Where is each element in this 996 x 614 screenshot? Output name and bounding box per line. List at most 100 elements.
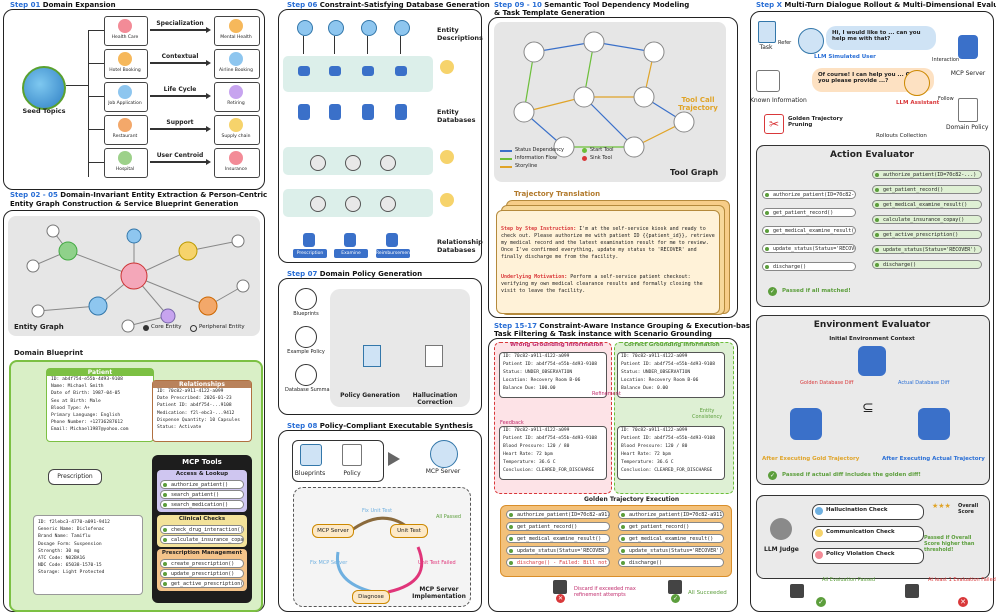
instruction-label: Step by Step Instruction: xyxy=(501,226,577,232)
target-icon xyxy=(229,85,243,99)
globe-icon xyxy=(22,66,66,110)
entity-graph-label: Entity Graph xyxy=(14,323,64,331)
exec-tool-right: discharge() xyxy=(618,558,724,567)
left-topic-label: Hospital xyxy=(115,167,135,172)
judge-check-pill xyxy=(812,526,924,542)
field-line: Primary Language: English xyxy=(51,413,121,419)
exec-tool-left: get_patient_record() xyxy=(506,522,610,531)
ae-actual-tool: update_status(Status='RECOVER') xyxy=(872,245,982,254)
policy-input-label: Blueprints xyxy=(293,311,319,317)
relationship-db-label: Examine xyxy=(334,249,368,258)
peripheral-entity-label: Peripheral Entity xyxy=(199,324,245,330)
entity-db-icon xyxy=(395,66,407,76)
mcp-tool: get_active_prescription() xyxy=(160,579,244,588)
judge-check-pill xyxy=(812,548,924,564)
mcp-server-label: MCP Server xyxy=(950,70,986,77)
pass-trash-icon xyxy=(790,584,804,598)
simulated-user-label: LLM Simulated User xyxy=(814,54,876,60)
judge-check-label: Policy Violation Check xyxy=(826,551,895,557)
grounding-field: Temperature: 36.6 C xyxy=(503,460,556,465)
actual-db-icon xyxy=(918,408,950,440)
wrong-title: Wrong Grounding Information xyxy=(510,342,604,348)
arrow-head xyxy=(206,159,211,165)
patient-card-header: Patient xyxy=(47,369,153,376)
policy-generation-label: Policy Generation xyxy=(340,392,400,399)
entity-db-stack xyxy=(395,104,407,120)
ae-golden-tool: update_status(Status='RECOVER') xyxy=(762,244,856,253)
panel-database-generation xyxy=(278,9,482,263)
grounding-field: ID: 70c82-a911-4122-a099 xyxy=(503,428,570,433)
row-connector xyxy=(88,96,104,97)
mcp-group-title: Prescription Management xyxy=(161,550,243,556)
entity-db-stack xyxy=(298,104,310,120)
entity-db-icon xyxy=(329,66,341,76)
target-icon xyxy=(229,151,243,165)
policy-input-label: Database Summary xyxy=(285,387,335,393)
step02-title: Step 02 - 05 Domain-Invariant Entity Ext… xyxy=(10,191,268,199)
rollouts-label: Rollouts Collection xyxy=(876,133,927,139)
right-topic-label: Retiring xyxy=(227,101,245,106)
diagnose-node: Diagnose xyxy=(352,590,390,604)
refer-label: Refer xyxy=(778,40,792,46)
target-icon xyxy=(229,52,243,66)
tool-call-trajectory-label: Tool Call Trajectory xyxy=(678,96,718,112)
tool-graph xyxy=(513,31,695,158)
relationship-db-icon xyxy=(303,233,315,247)
correct-title: Correct Grounding Information xyxy=(624,342,720,348)
user-message: Hi, I would like to ... can you help me … xyxy=(832,30,921,42)
ae-pass-label: Passed if all matched! xyxy=(782,288,851,294)
judge-check-icon xyxy=(815,551,823,559)
exec-tool-right: get_medical_examine_result() xyxy=(618,534,724,543)
grounding-field: Patient ID: ab4f754-e55b-4d93-9108 xyxy=(621,436,716,441)
exec-tool-left: update_status(Status='RECOVER') xyxy=(506,546,610,555)
grounding-field: Conclusion: CLEARED_FOR_DISCHARGE xyxy=(503,468,595,473)
expansion-type-label: User Centroid xyxy=(156,152,204,159)
field-line: Dispense Quantity: 10 Capsules xyxy=(157,417,240,423)
policy-input-icon xyxy=(295,364,317,386)
grounding-field: Temperature: 36.6 C xyxy=(621,460,674,465)
translation-card xyxy=(496,210,720,314)
step15-title: Step 15-17 Constraint-Aware Instance Gro… xyxy=(494,322,760,330)
entity-icon xyxy=(394,20,410,36)
seed-topics-label: Seed Topics xyxy=(22,107,66,115)
mcp-tool: update_prescription() xyxy=(160,569,244,578)
assistant-label: LLM Assistant xyxy=(896,100,940,106)
topic-icon xyxy=(118,52,132,66)
ae-golden-tool: get_medical_examine_result() xyxy=(762,226,856,235)
legend-dot xyxy=(582,148,587,153)
domain-policy-icon xyxy=(958,98,978,122)
relationship-icon xyxy=(310,196,326,212)
stars-icon: ★★★ xyxy=(932,502,951,510)
field-line: Storage: Light Protected xyxy=(38,570,105,576)
step09-title: Step 09 - 10 Semantic Tool Dependency Mo… xyxy=(494,1,690,9)
down-arrow xyxy=(367,36,368,54)
golden-diff-label: Golden Database Diff xyxy=(800,380,854,386)
field-line: Strength: 30 mg xyxy=(38,548,80,554)
initial-context-label: Initial Environment Context xyxy=(829,336,915,342)
grounding-field: Conclusion: CLEARED_FOR_DISCHARGE xyxy=(621,468,713,473)
golden-pruning-label: Golden Trajectory Pruning xyxy=(788,116,843,128)
feedback-label: Feedback xyxy=(500,420,524,426)
right-topic-label: Mental Health xyxy=(220,35,252,40)
instruction-text: Step by Step Instruction: I'm at the sel… xyxy=(501,226,715,261)
row-connector xyxy=(88,63,104,64)
unit-test-node: Unit Test xyxy=(390,524,428,538)
policy-input-icon xyxy=(295,288,317,310)
grounding-field: Location: Recovery Room B-06 xyxy=(503,378,581,383)
step09-title-line2: & Task Template Generation xyxy=(494,9,605,17)
field-line: Date Prescribed: 2026-01-23 xyxy=(157,396,232,402)
mcp-tool: create_prescription() xyxy=(160,559,244,568)
grounding-field: Heart Rate: 72 bpm xyxy=(621,452,671,457)
topic-icon xyxy=(118,19,132,33)
entity-db-icon xyxy=(362,66,374,76)
legend-line xyxy=(500,150,512,152)
refinement-label: Refinement xyxy=(592,391,621,397)
scissors-icon: ✂ xyxy=(764,114,784,134)
action-evaluator-title: Action Evaluator xyxy=(830,150,914,160)
instruction-body: I'm at the self-service kiosk and ready … xyxy=(501,226,715,260)
